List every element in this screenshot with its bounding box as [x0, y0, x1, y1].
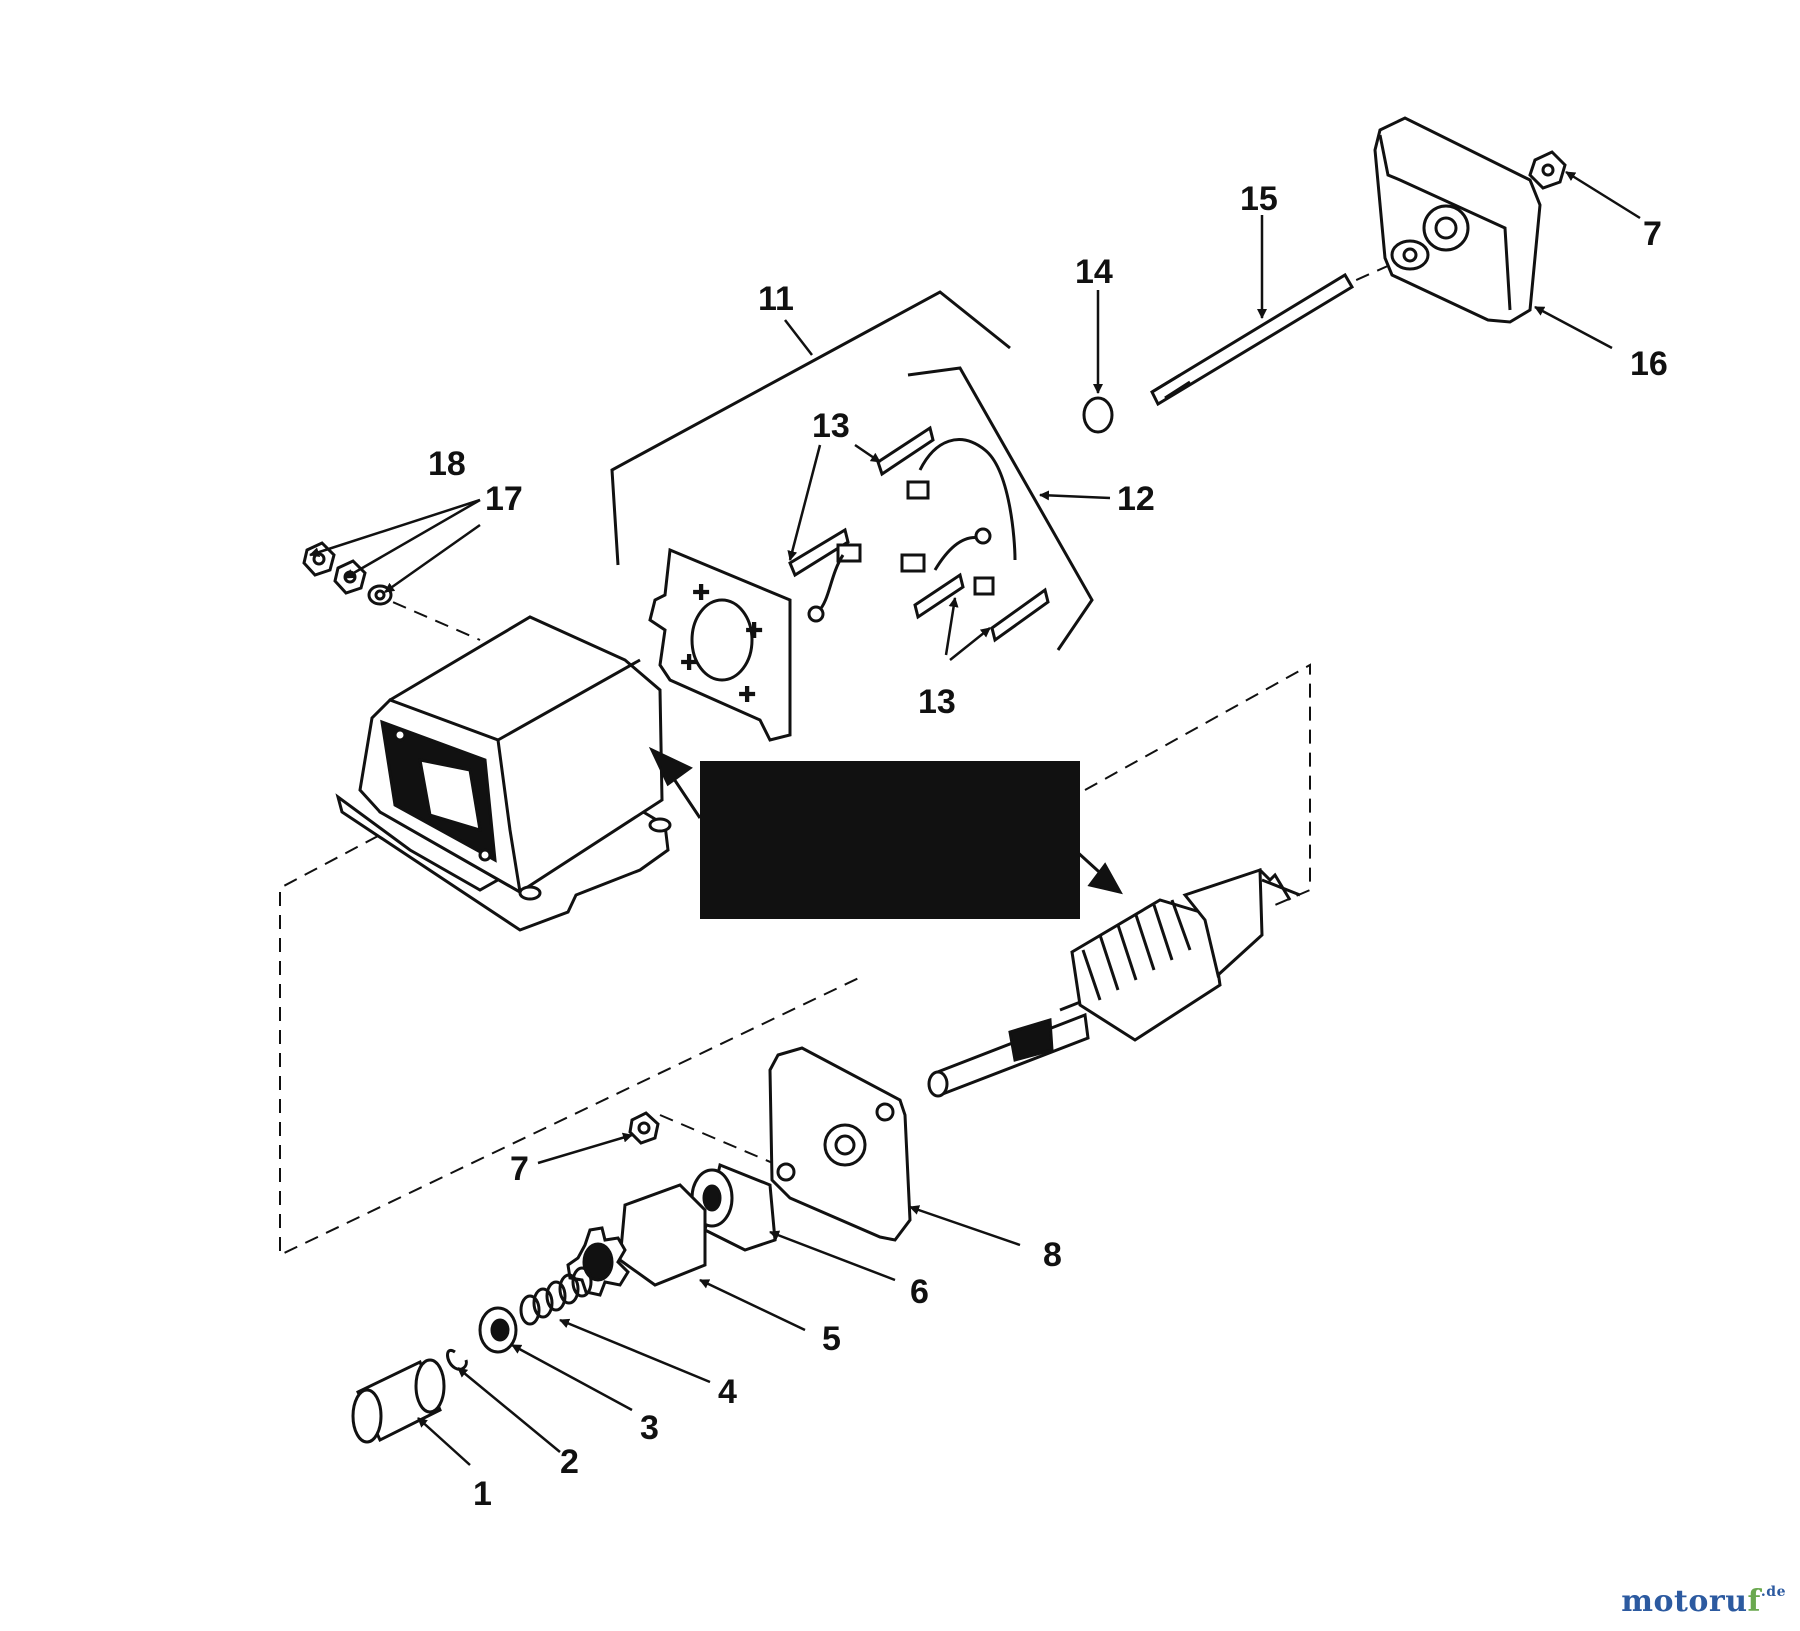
svg-text:✚: ✚	[680, 651, 698, 676]
spring	[519, 1266, 593, 1326]
nut-top	[1528, 150, 1567, 190]
armature	[927, 867, 1301, 1098]
retaining-ring	[446, 1348, 468, 1371]
through-bolt	[1150, 272, 1355, 407]
motor-housing	[335, 615, 672, 932]
callout-17: 17	[485, 480, 523, 518]
pinion-gear	[566, 1183, 707, 1297]
collar	[478, 1306, 518, 1354]
callout-15: 15	[1240, 180, 1278, 218]
svg-text:✚: ✚	[738, 683, 756, 708]
commutator-end-cap	[1373, 116, 1542, 324]
callout-labels: 1 2 3 4 5 6 7 8 7 16 15 14 11 12 13 13 1…	[428, 180, 1668, 1513]
callout-8: 8	[1043, 1236, 1062, 1274]
callout-6: 6	[910, 1273, 929, 1311]
assembly-dashed-lines	[279, 264, 1391, 1257]
callout-2: 2	[560, 1443, 579, 1481]
callout-14: 14	[1075, 253, 1113, 291]
direction-arrows	[648, 746, 1123, 895]
callout-16: 16	[1630, 345, 1668, 383]
callout-7-lower: 7	[510, 1150, 529, 1188]
watermark-part3: .de	[1760, 1584, 1786, 1600]
brushes-and-springs	[788, 425, 1050, 643]
watermark-logo: motoruf.de	[1621, 1584, 1786, 1619]
callout-12: 12	[1117, 480, 1155, 518]
callout-4: 4	[718, 1373, 737, 1411]
callout-3: 3	[640, 1409, 659, 1447]
leader-lines	[309, 170, 1641, 1466]
callout-13-upper: 13	[812, 407, 850, 445]
callout-7-upper: 7	[1643, 215, 1662, 253]
watermark-part2: f	[1747, 1584, 1761, 1619]
callout-5: 5	[822, 1320, 841, 1358]
watermark-part1: motoru	[1621, 1584, 1748, 1619]
nut-lower	[628, 1111, 660, 1145]
bracket-lines	[610, 290, 1094, 651]
callout-1: 1	[473, 1475, 492, 1513]
drive-end-plate	[768, 1046, 912, 1242]
callout-13-lower: 13	[918, 683, 956, 721]
washer-14	[1082, 396, 1114, 434]
svg-text:✚: ✚	[692, 581, 710, 606]
svg-text:✚: ✚	[745, 619, 763, 644]
callout-11: 11	[758, 280, 794, 318]
dust-cover	[351, 1358, 446, 1444]
blackout-block	[700, 761, 1080, 919]
brush-plate: ✚ ✚ ✚ ✚	[648, 547, 792, 742]
callout-18: 18	[428, 445, 466, 483]
